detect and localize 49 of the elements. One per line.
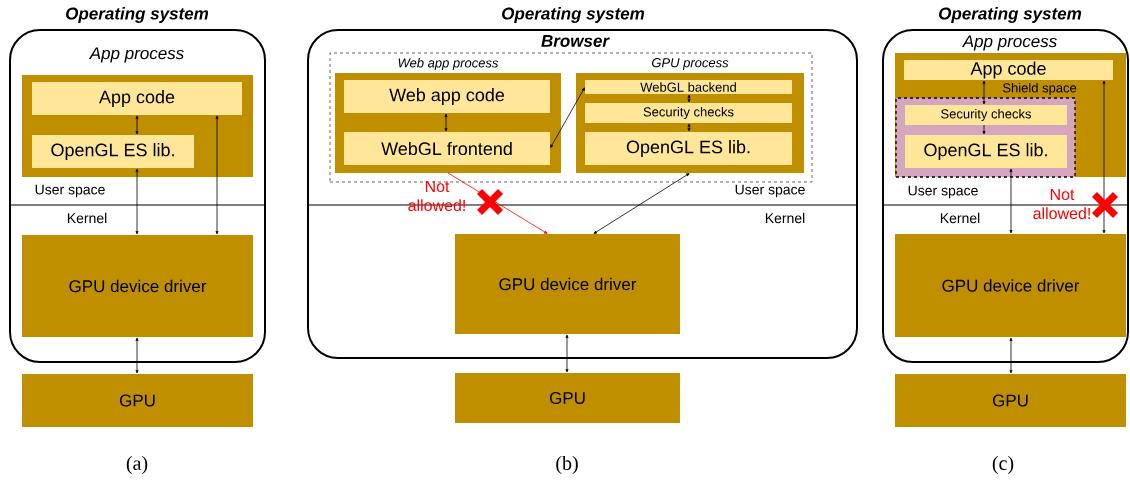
arrow (1009, 168, 1013, 234)
node-label: Web app process (398, 57, 499, 71)
arrow (565, 334, 569, 373)
layer-label: User space (35, 184, 105, 198)
node-label: Operating system (66, 7, 209, 23)
node-label: App process (88, 47, 184, 63)
arrow (1102, 80, 1106, 234)
arrow (135, 115, 139, 135)
component-box: Security checks (585, 103, 792, 123)
process-box: GPU device driver (455, 234, 680, 334)
arrow (982, 124, 986, 135)
component-box: Security checks (905, 105, 1067, 125)
arrow (687, 94, 691, 103)
arrow (135, 168, 139, 235)
component-box: OpenGL ES lib. (585, 132, 792, 165)
component-box: App code (904, 60, 1113, 80)
node-label: App process (961, 35, 1057, 51)
layer-label: User space (735, 184, 805, 198)
node-label: Shield space (1002, 82, 1077, 96)
panel-label: (b) (556, 455, 578, 475)
component-box: App code (32, 82, 242, 115)
arrow (215, 115, 219, 235)
panel-label: (c) (992, 455, 1014, 475)
process-box: GPU (895, 374, 1126, 427)
node-label: Operating system (939, 7, 1082, 23)
component-box: OpenGL ES lib. (32, 135, 194, 168)
arrow (550, 87, 585, 148)
process-box: GPU (455, 373, 680, 423)
process-box: GPU (22, 374, 253, 427)
process-box: GPU device driver (22, 235, 253, 337)
component-box: WebGL frontend (344, 132, 550, 165)
layer-label: Kernel (765, 212, 805, 224)
process-box: GPU device driver (895, 234, 1126, 337)
arrow (593, 173, 690, 234)
edge-label: Not allowed! (1033, 188, 1090, 220)
arrow (687, 123, 691, 132)
arrow (135, 337, 139, 374)
arrow (982, 80, 986, 105)
component-box: OpenGL ES lib. (905, 135, 1067, 168)
layer-label: User space (908, 185, 978, 199)
node-label: Browser (541, 35, 610, 47)
arrow (444, 113, 448, 132)
edge-label: Not allowed! (408, 180, 465, 212)
panel-label: (a) (126, 455, 148, 475)
node-label: GPU process (652, 58, 729, 70)
node-label: Operating system (502, 7, 645, 23)
arrow (1009, 337, 1013, 374)
component-box: WebGL backend (585, 80, 792, 94)
component-box: Web app code (344, 80, 550, 113)
